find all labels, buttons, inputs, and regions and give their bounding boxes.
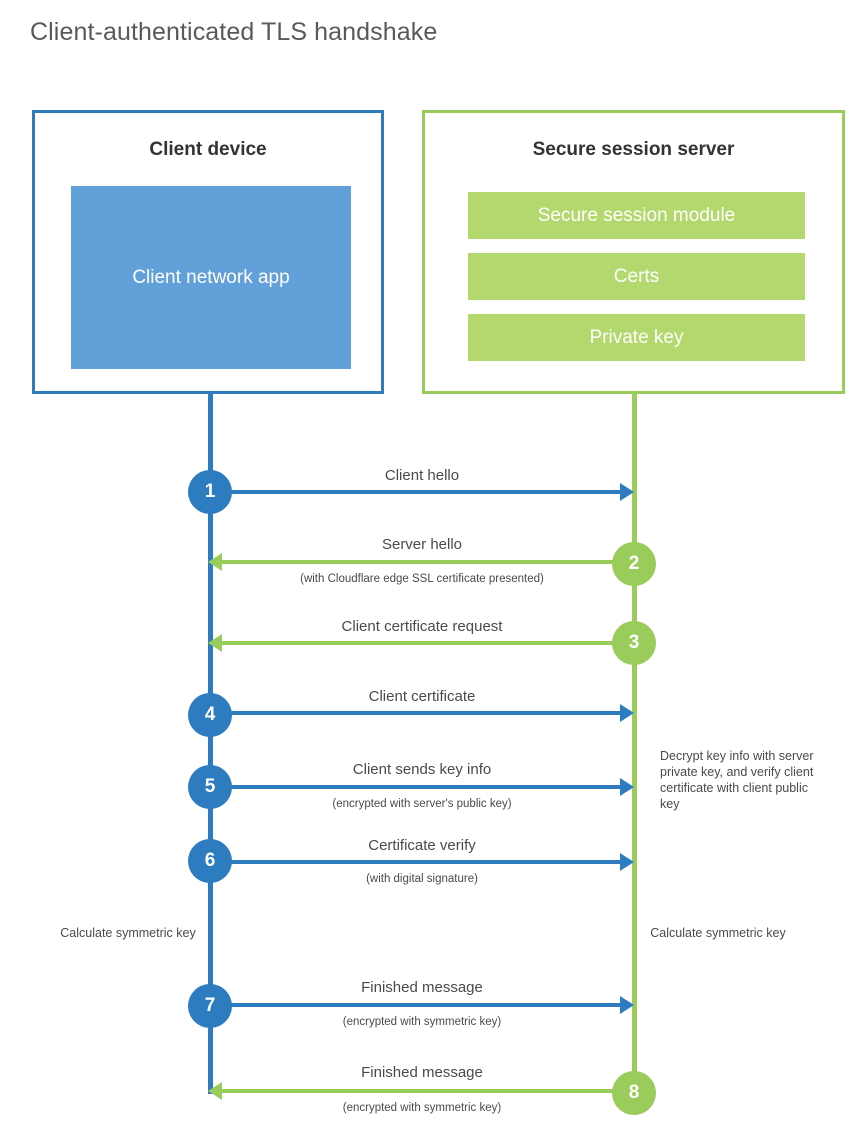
step-2-arrow-line [220, 560, 634, 564]
page-title: Client-authenticated TLS handshake [30, 18, 438, 46]
step-7-sublabel: (encrypted with symmetric key) [342, 1016, 502, 1028]
step-6-arrow-head [620, 853, 634, 871]
secure-session-server-title: Secure session server [532, 139, 735, 160]
step-4-arrow-head [620, 704, 634, 722]
step-marker-8[interactable]: 8 [612, 1071, 656, 1115]
server-component-list: Secure session module Certs Private key [468, 192, 805, 375]
annotation-server-calculate-symmetric-key: Calculate symmetric key [650, 926, 786, 940]
client-network-app-block: Client network app [71, 186, 351, 369]
server-component-secure-session-module: Secure session module [468, 192, 805, 239]
step-1-arrow-head [620, 483, 634, 501]
server-component-private-key: Private key [468, 314, 805, 361]
step-8-arrow-line [220, 1089, 634, 1093]
step-3-arrow-line [220, 641, 634, 645]
client-lifeline [208, 394, 213, 1094]
step-7-arrow-line [210, 1003, 620, 1007]
server-component-certs: Certs [468, 253, 805, 300]
step-5-arrow-line [210, 785, 620, 789]
actor-box-secure-session-server: Secure session server Secure session mod… [422, 110, 845, 394]
step-8-arrow-head [208, 1082, 222, 1100]
step-6-label: Certificate verify [368, 837, 476, 854]
step-3-arrow-head [208, 634, 222, 652]
step-4-arrow-line [210, 711, 620, 715]
step-marker-4[interactable]: 4 [188, 693, 232, 737]
step-8-label: Finished message [361, 1064, 483, 1081]
step-7-arrow-head [620, 996, 634, 1014]
step-2-arrow-head [208, 553, 222, 571]
step-3-label: Client certificate request [341, 618, 503, 635]
step-7-label: Finished message [361, 979, 483, 996]
step-5-sublabel: (encrypted with server's public key) [332, 798, 512, 810]
annotation-server-decrypt: Decrypt key info with server private key… [660, 749, 814, 811]
actor-box-client-device: Client device Client network app [32, 110, 384, 394]
step-6-arrow-line [210, 860, 620, 864]
step-4-label: Client certificate [368, 688, 476, 705]
step-1-arrow-line [210, 490, 620, 494]
step-marker-6[interactable]: 6 [188, 839, 232, 883]
step-5-label: Client sends key info [352, 761, 492, 778]
step-marker-5[interactable]: 5 [188, 765, 232, 809]
annotation-client-calculate-symmetric-key: Calculate symmetric key [60, 926, 196, 940]
step-marker-2[interactable]: 2 [612, 542, 656, 586]
step-2-sublabel: (with Cloudflare edge SSL certificate pr… [300, 573, 544, 585]
client-device-title: Client device [149, 139, 267, 160]
step-8-sublabel: (encrypted with symmetric key) [342, 1102, 502, 1114]
step-marker-1[interactable]: 1 [188, 470, 232, 514]
step-6-sublabel: (with digital signature) [366, 873, 478, 885]
step-5-arrow-head [620, 778, 634, 796]
step-2-label: Server hello [381, 536, 463, 553]
step-marker-3[interactable]: 3 [612, 621, 656, 665]
server-lifeline [632, 394, 637, 1093]
step-marker-7[interactable]: 7 [188, 984, 232, 1028]
step-1-label: Client hello [384, 467, 460, 484]
